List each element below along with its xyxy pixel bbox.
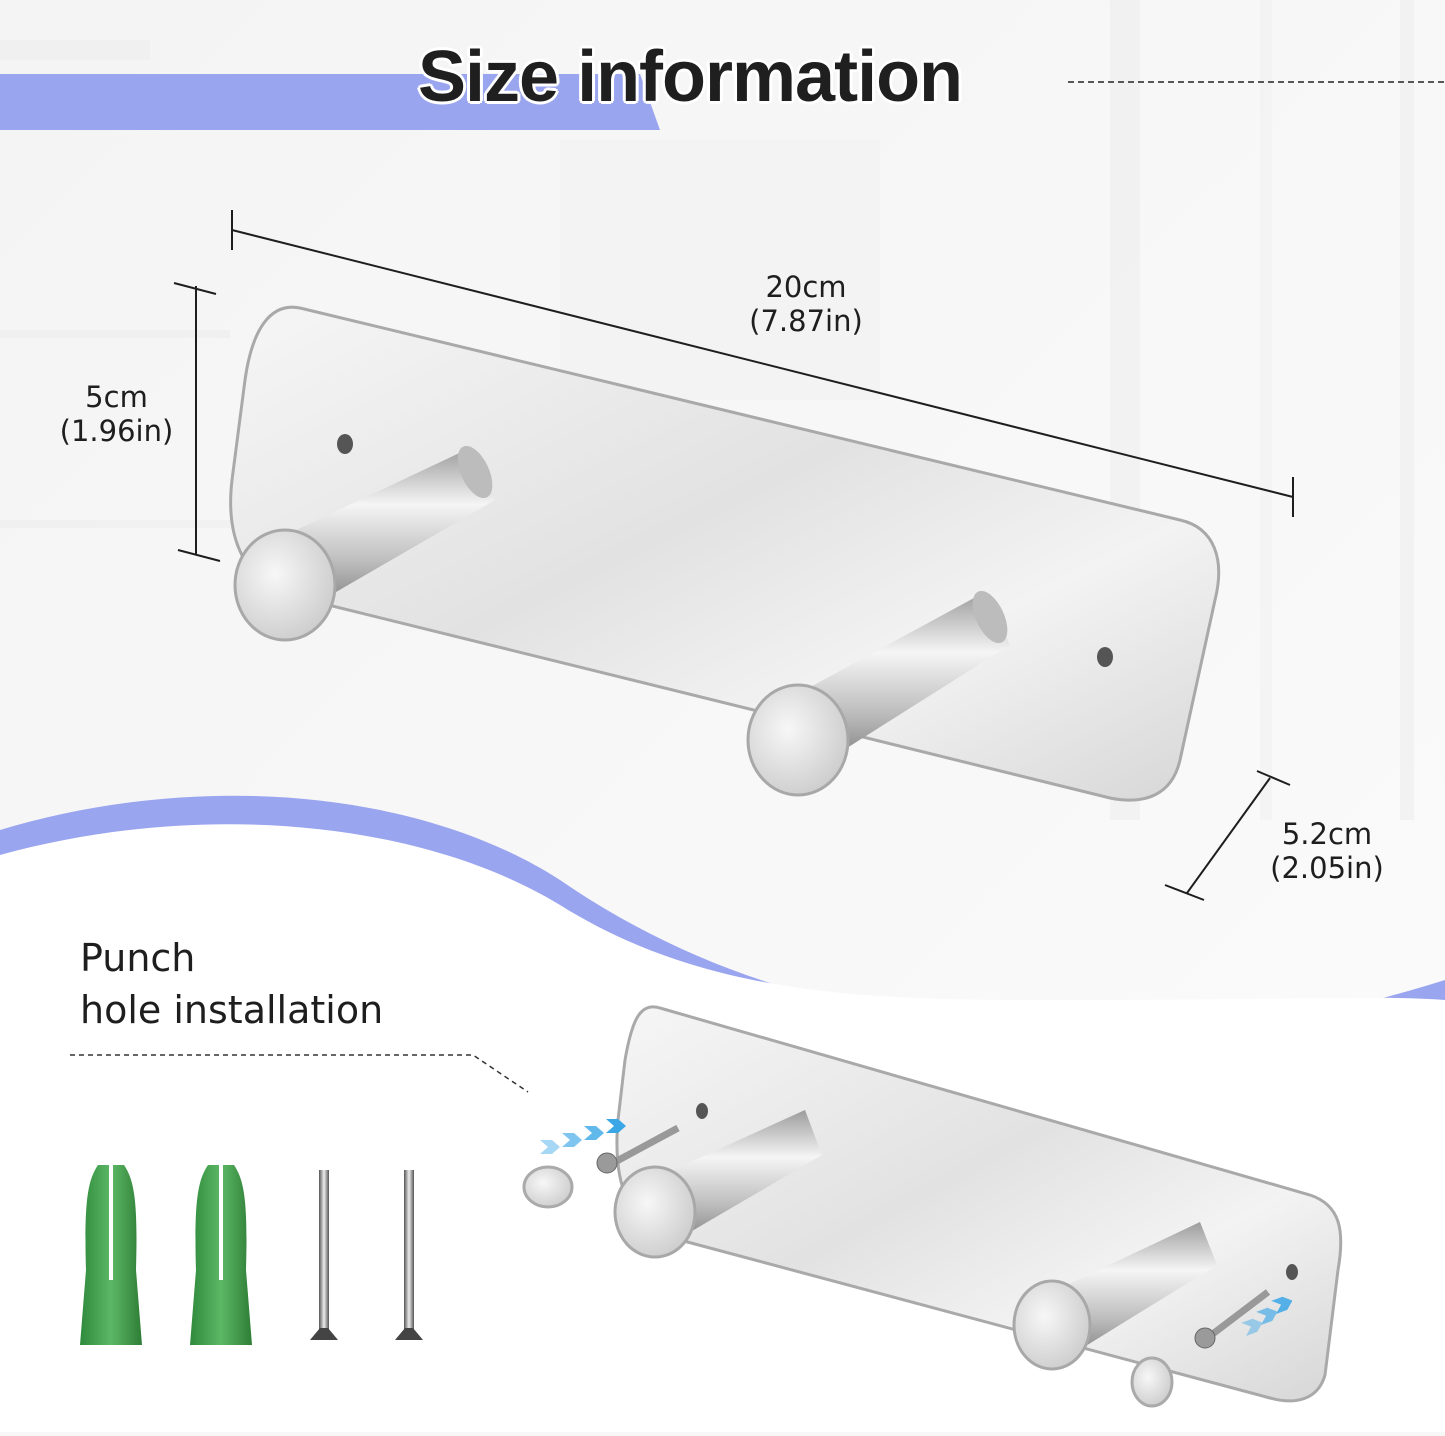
depth-cm: 5.2cm — [1281, 817, 1373, 851]
title-band — [0, 74, 660, 130]
length-dimension-label: 20cm (7.87in) — [736, 270, 876, 338]
height-in: (1.96in) — [59, 414, 174, 448]
height-cm: 5cm — [85, 380, 148, 414]
installation-line-1: Punch — [80, 936, 196, 980]
length-in: (7.87in) — [749, 304, 863, 338]
cover-cap-icon — [522, 1165, 574, 1209]
hook-rack-main — [229, 305, 1221, 802]
insert-arrow-icon — [540, 1119, 626, 1154]
screw-icon — [1194, 1289, 1271, 1349]
screw-hole-icon — [1097, 647, 1113, 667]
cover-cap-icon — [1130, 1356, 1174, 1408]
installation-line-2: hole installation — [80, 988, 384, 1032]
hook-icon — [613, 1110, 822, 1259]
dimension-lines — [173, 210, 1294, 901]
length-cm: 20cm — [765, 270, 847, 304]
screw-hole-icon — [337, 434, 353, 454]
screw-hole-icon — [696, 1103, 708, 1119]
screw-icon — [395, 1170, 423, 1340]
depth-in: (2.05in) — [1270, 851, 1384, 885]
height-dimension-label: 5cm (1.96in) — [44, 380, 189, 448]
screw-hole-icon — [1286, 1264, 1298, 1280]
wall-anchor-icon — [80, 1165, 142, 1345]
hook-icon — [1012, 1222, 1217, 1371]
hook-icon — [233, 445, 495, 642]
insert-arrow-icon — [1241, 1296, 1293, 1336]
hook-icon — [746, 590, 1010, 797]
room-background — [0, 0, 1414, 820]
screw-icon — [310, 1170, 338, 1340]
page-title: Size information — [418, 37, 963, 117]
hook-rack-installation — [522, 1005, 1343, 1408]
installation-label: Punch hole installation — [80, 932, 383, 1036]
depth-dimension-label: 5.2cm (2.05in) — [1252, 817, 1402, 885]
screw-icon — [596, 1124, 680, 1174]
wall-anchor-icon — [190, 1165, 252, 1345]
